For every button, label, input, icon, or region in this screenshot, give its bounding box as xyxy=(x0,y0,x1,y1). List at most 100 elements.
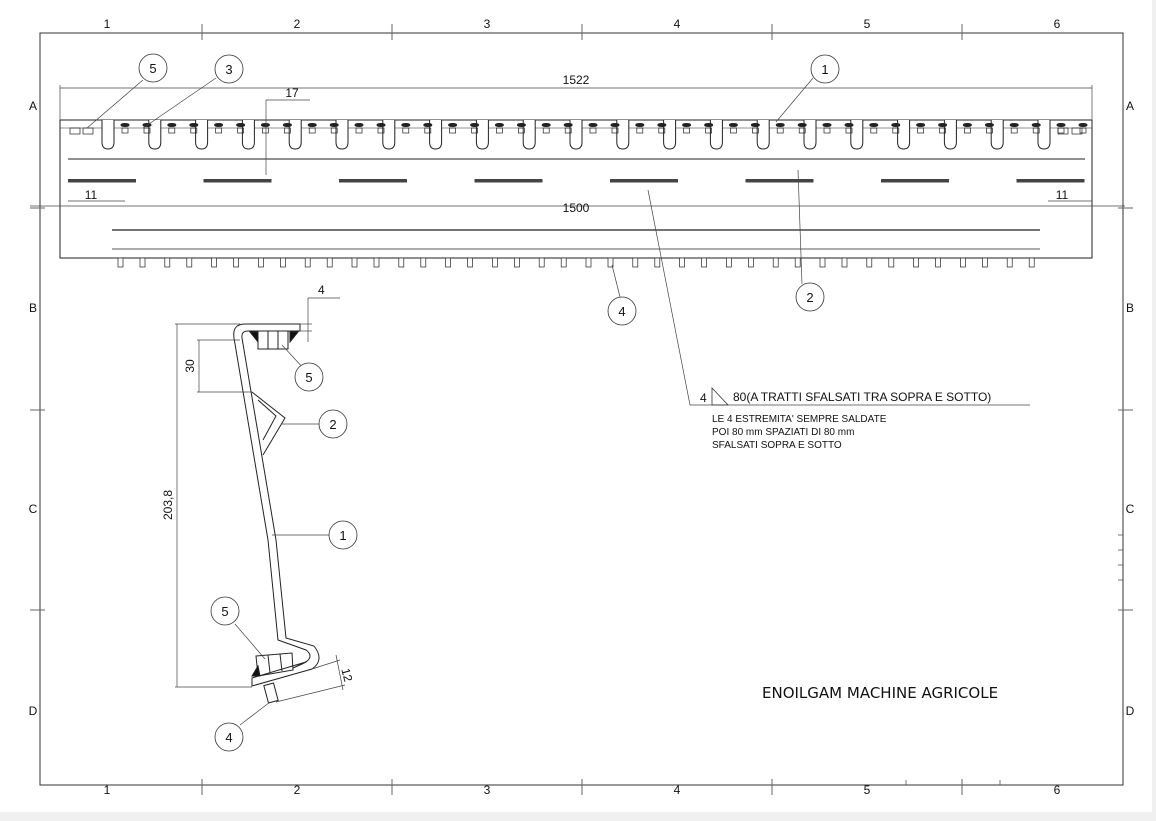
balloon: 1 xyxy=(328,520,358,550)
dim-1522: 1522 xyxy=(563,73,590,87)
balloon: 5 xyxy=(138,53,168,83)
bolt-head xyxy=(470,123,480,127)
bolt-stud xyxy=(726,257,732,268)
weld-seam xyxy=(474,179,543,183)
bolt-head xyxy=(260,123,270,127)
bolt-head xyxy=(588,123,598,127)
bolt-stud xyxy=(632,257,639,268)
bolt-head xyxy=(775,123,785,127)
grid-column-label: 1 xyxy=(104,783,111,797)
bolt-stud xyxy=(794,257,801,268)
tooth-slot xyxy=(616,120,630,150)
bolt-head xyxy=(282,123,292,127)
bolt-head xyxy=(1031,123,1041,127)
tooth-slot xyxy=(943,120,957,150)
tooth-slot xyxy=(335,120,349,150)
bolt-head xyxy=(1078,123,1088,127)
bolt-head xyxy=(657,123,667,127)
grid-column-label: 5 xyxy=(864,783,871,797)
bolt-stud xyxy=(351,257,358,268)
balloon: 2 xyxy=(318,409,348,439)
weld-size: 4 xyxy=(700,391,707,405)
bolt-head xyxy=(541,123,551,127)
side-view-dim-text: 4 30 203,8 12 xyxy=(161,283,355,684)
dim-30: 30 xyxy=(183,359,197,373)
weld-note: 4 80(A TRATTI SFALSATI TRA SOPRA E SOTTO… xyxy=(700,386,991,451)
bolt-stud xyxy=(866,257,873,268)
weld-seam xyxy=(610,179,678,183)
nut xyxy=(658,127,666,134)
bolt-stud xyxy=(982,257,988,268)
grid-row-label: C xyxy=(1126,502,1135,516)
bolt-head xyxy=(844,123,854,127)
nut xyxy=(892,127,900,134)
side-view xyxy=(233,323,320,704)
grid-column-label: 1 xyxy=(104,17,111,31)
nut xyxy=(355,127,363,134)
tooth-slot xyxy=(756,120,770,150)
bolt-stud xyxy=(186,257,193,268)
grid-row-label: B xyxy=(29,301,37,315)
balloon-number: 5 xyxy=(305,370,312,385)
nut xyxy=(1010,127,1018,134)
nut xyxy=(496,127,503,134)
grid-column-label: 3 xyxy=(484,17,491,31)
bolt-stud xyxy=(492,257,498,268)
nut xyxy=(870,127,878,134)
weld-seam xyxy=(881,179,949,183)
bolt-head xyxy=(962,123,972,127)
tooth-slot xyxy=(803,120,817,150)
balloon: 4 xyxy=(214,722,244,752)
nut xyxy=(377,127,385,134)
grid-column-label: 4 xyxy=(674,17,681,31)
bolt-head xyxy=(494,123,504,127)
grid-row-label: C xyxy=(29,502,38,516)
balloon-number: 1 xyxy=(821,62,828,77)
nut xyxy=(917,127,924,134)
grid-row-label: A xyxy=(29,99,37,113)
nut xyxy=(449,127,456,134)
bolt-head xyxy=(635,123,645,127)
nut xyxy=(284,127,291,134)
bolt-stud xyxy=(211,257,217,268)
bolt-stud xyxy=(841,257,848,268)
nut xyxy=(262,127,269,134)
bolt-stud xyxy=(373,257,380,268)
nut xyxy=(143,127,151,134)
bolt-stud xyxy=(772,257,779,268)
bolt-stud xyxy=(117,257,124,268)
weld-seam xyxy=(1016,179,1085,183)
grid-row-label: D xyxy=(29,704,38,718)
dim-4: 4 xyxy=(318,283,325,297)
nut xyxy=(471,127,478,134)
tooth-slot xyxy=(1037,120,1051,150)
bolt-head xyxy=(916,123,926,127)
bolt-stud xyxy=(164,257,171,268)
nut xyxy=(168,127,176,134)
grid-row-label: B xyxy=(1126,301,1134,315)
bolt-head xyxy=(750,123,760,127)
bolt-stud xyxy=(326,257,333,268)
tooth-slot xyxy=(429,120,443,150)
plate-outline xyxy=(59,120,1093,259)
bolt-stud xyxy=(514,257,520,268)
nut xyxy=(752,127,759,134)
weld-seam xyxy=(339,179,407,183)
nut xyxy=(589,127,597,134)
bolt-stud xyxy=(258,257,264,268)
tooth-slot xyxy=(101,120,115,150)
nut xyxy=(636,127,644,134)
bolt-head xyxy=(354,123,364,127)
balloon: 3 xyxy=(214,54,244,84)
bolt-stud xyxy=(304,257,311,268)
nut xyxy=(730,127,737,134)
nut xyxy=(215,127,222,134)
top-view-dimensions xyxy=(30,77,1125,406)
dim-1500: 1500 xyxy=(563,201,590,215)
nut xyxy=(823,127,831,134)
nut xyxy=(564,127,572,134)
bolt-head xyxy=(797,123,807,127)
